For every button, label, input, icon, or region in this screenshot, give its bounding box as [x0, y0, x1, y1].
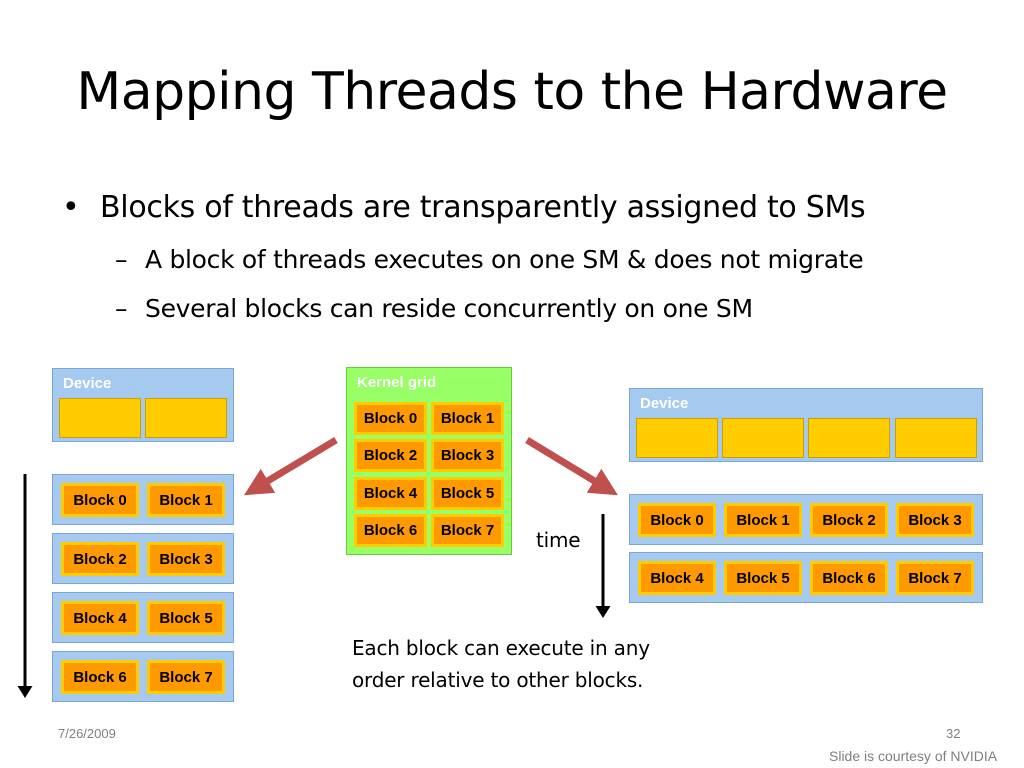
left-device-sm-1: [145, 398, 227, 438]
block-4: Block 4: [638, 561, 716, 595]
block-6: Block 6: [810, 561, 888, 595]
bullet-glyph: •: [62, 190, 80, 225]
block-4: Block 4: [354, 477, 427, 510]
left-row-3: Block 4 Block 5: [52, 592, 234, 643]
block-1: Block 1: [147, 483, 225, 517]
bullet-sub-2-text: Several blocks can reside concurrently o…: [145, 294, 753, 323]
right-device-sm-3: [895, 418, 977, 458]
dash-glyph: –: [115, 294, 128, 323]
kernel-grid-panel: Kernel grid Block 0 Block 1 Block 2 Bloc…: [346, 367, 512, 555]
left-row-2: Block 2 Block 3: [52, 533, 234, 584]
block-7: Block 7: [147, 660, 225, 694]
block-3: Block 3: [147, 542, 225, 576]
left-device-panel: Device: [52, 368, 234, 442]
block-4: Block 4: [61, 601, 139, 635]
block-5: Block 5: [431, 477, 504, 510]
right-device-sm-1: [722, 418, 804, 458]
block-7: Block 7: [431, 514, 504, 547]
note-line-2: order relative to other blocks.: [352, 668, 644, 692]
time-label: time: [536, 528, 581, 552]
right-device-label: Device: [640, 395, 689, 412]
right-device-sm-0: [636, 418, 718, 458]
block-2: Block 2: [810, 503, 888, 537]
bullet-sub-1-text: A block of threads executes on one SM & …: [145, 245, 864, 274]
block-6: Block 6: [354, 514, 427, 547]
bullet-sub-2: –Several blocks can reside concurrently …: [115, 294, 753, 323]
footer-credit: Slide is courtesy of NVIDIA: [829, 748, 998, 764]
block-2: Block 2: [61, 542, 139, 576]
block-5: Block 5: [724, 561, 802, 595]
slide-title: Mapping Threads to the Hardware: [76, 62, 948, 122]
right-device-panel: Device: [629, 388, 983, 462]
block-5: Block 5: [147, 601, 225, 635]
kernel-grid-label: Kernel grid: [357, 374, 437, 391]
left-device-sm-0: [59, 398, 141, 438]
dash-glyph: –: [115, 245, 128, 274]
left-row-4: Block 6 Block 7: [52, 651, 234, 702]
bullet-main-text: Blocks of threads are transparently assi…: [100, 190, 866, 225]
block-3: Block 3: [896, 503, 974, 537]
right-device-sm-2: [808, 418, 890, 458]
footer-date: 7/26/2009: [58, 726, 116, 741]
block-2: Block 2: [354, 439, 427, 472]
block-3: Block 3: [431, 439, 504, 472]
block-6: Block 6: [61, 660, 139, 694]
left-device-label: Device: [63, 375, 112, 392]
block-0: Block 0: [638, 503, 716, 537]
note-line-1: Each block can execute in any: [352, 636, 650, 660]
bullet-main: • Blocks of threads are transparently ass…: [62, 190, 866, 225]
left-row-1: Block 0 Block 1: [52, 474, 234, 525]
bullet-sub-1: –A block of threads executes on one SM &…: [115, 245, 864, 274]
block-0: Block 0: [354, 402, 427, 435]
block-0: Block 0: [61, 483, 139, 517]
block-7: Block 7: [896, 561, 974, 595]
block-1: Block 1: [724, 503, 802, 537]
block-1: Block 1: [431, 402, 504, 435]
footer-page-number: 32: [946, 726, 961, 741]
right-row-2: Block 4 Block 5 Block 6 Block 7: [629, 552, 983, 603]
right-row-1: Block 0 Block 1 Block 2 Block 3: [629, 494, 983, 545]
arrow-to-right-device: [525, 437, 618, 496]
arrow-to-left-device: [243, 436, 338, 496]
